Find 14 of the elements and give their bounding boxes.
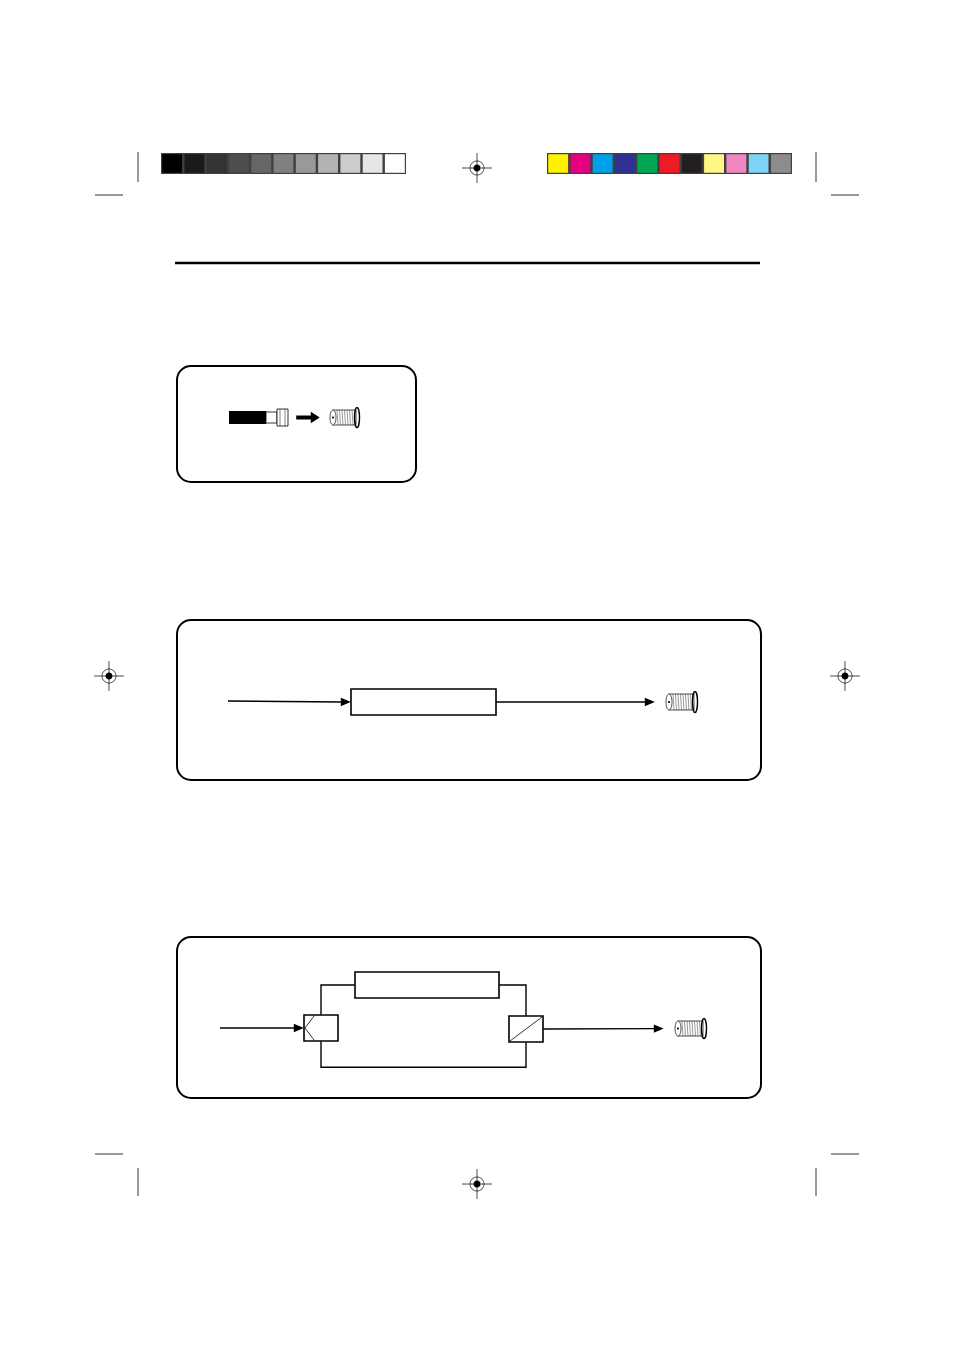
connector-line (320, 984, 356, 1016)
antenna-socket-drawing (329, 406, 361, 429)
panel-frame (176, 936, 762, 1099)
antenna-socket-drawing (665, 690, 699, 714)
device-box (350, 688, 497, 716)
panel-frame (176, 619, 762, 781)
splitter-box (303, 1014, 339, 1042)
panel-frame (176, 365, 417, 483)
combiner-box (508, 1015, 544, 1043)
antenna-socket-drawing (674, 1017, 708, 1040)
connector-line (320, 1040, 527, 1068)
connector-line (498, 984, 527, 1017)
device-box (354, 971, 500, 999)
cable-plug-drawing (229, 408, 289, 427)
